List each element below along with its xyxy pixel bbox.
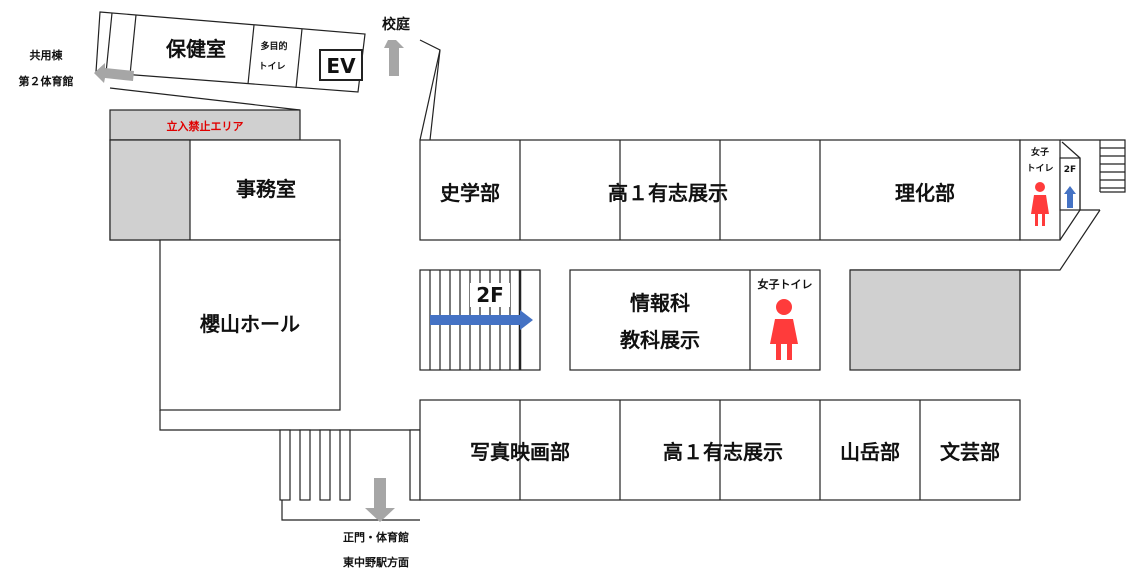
stairs-top-2f: 2F	[1064, 165, 1076, 175]
room-rikabu: 理化部	[895, 181, 955, 205]
room-hokenshitsu: 保健室	[165, 37, 226, 61]
room-multipurpose-toilet-1: 多目的	[260, 40, 287, 52]
label-kyoyoto-2: 第２体育館	[19, 74, 74, 88]
room-shashin-eiga: 写真映画部	[470, 440, 570, 464]
room-johoka-1: 情報科	[630, 291, 690, 315]
arrow-down-icon	[365, 478, 395, 522]
entrance-pillar-4	[339, 429, 351, 501]
gray-area-middle	[849, 269, 1021, 371]
room-bungeibu: 文芸部	[940, 440, 1000, 464]
north-wing	[95, 11, 366, 93]
toilet-top-label-1: 女子	[1031, 146, 1049, 158]
room-sakurayama-hall: 櫻山ホール	[199, 312, 300, 336]
entrance-pillar-1	[279, 429, 291, 501]
arrow-up-icon	[384, 40, 404, 76]
restricted-area-label: 立入禁止エリア	[167, 119, 244, 133]
room-johoka-2: 教科展示	[620, 328, 700, 352]
female-toilet-icon	[1031, 182, 1049, 226]
label-kyoyoto-1: 共用棟	[30, 48, 64, 62]
label-seimon: 正門・体育館	[343, 530, 409, 544]
label-kotei: 校庭	[382, 16, 411, 33]
room-multipurpose-toilet-2: トイレ	[258, 61, 285, 72]
label-higashinakano: 東中野駅方面	[343, 555, 409, 569]
entrance-pillar-3	[319, 429, 331, 501]
room-kou1-bottom: 高１有志展示	[663, 440, 783, 464]
stairs-middle-2f: 2F	[476, 283, 504, 307]
arrow-up-icon	[1064, 186, 1076, 208]
female-toilet-icon	[770, 299, 798, 360]
arrow-left-icon	[94, 63, 134, 83]
elevator-label: EV	[326, 54, 356, 78]
room-kou1-top: 高１有志展示	[608, 181, 728, 205]
entrance-pillar-2	[299, 429, 311, 501]
arrow-right-icon	[430, 310, 533, 330]
room-shigakubu: 史学部	[440, 181, 500, 205]
room-jimushitsu: 事務室	[236, 177, 296, 201]
room-sangakubu: 山岳部	[840, 440, 900, 464]
elevator-box	[319, 49, 363, 81]
entrance-pillar-5	[409, 429, 421, 501]
toilet-top-label-2: トイレ	[1026, 163, 1053, 174]
toilet-middle-label: 女子トイレ	[758, 277, 813, 291]
